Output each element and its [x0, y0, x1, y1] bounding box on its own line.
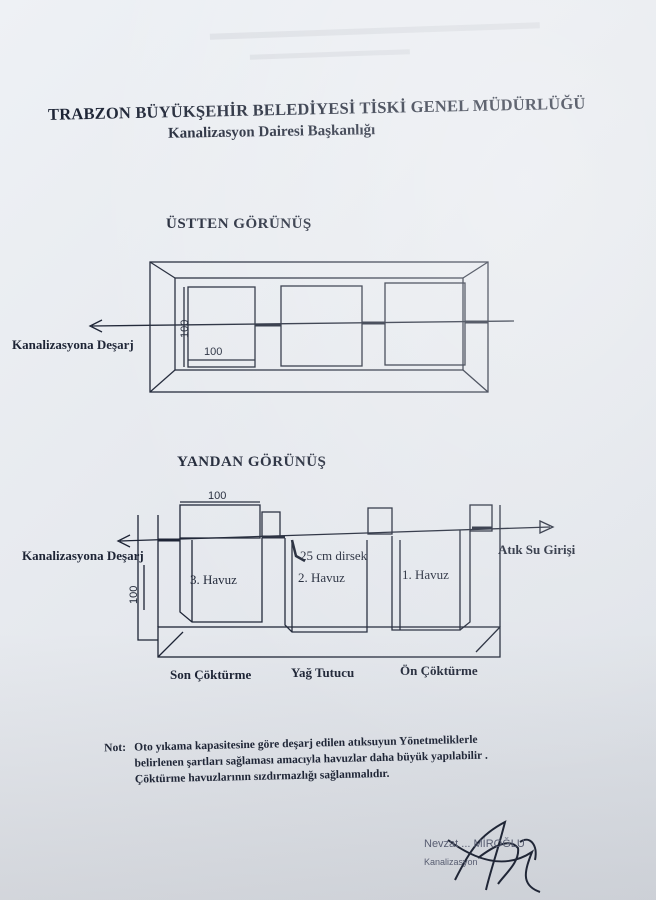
elbow-pipe [290, 539, 306, 563]
side-view-pool-1-lid [367, 507, 393, 535]
signature-stroke [454, 820, 507, 891]
top-view-pool-1 [384, 282, 466, 366]
top-view-corner-line [149, 369, 176, 393]
side-view-base-corner [475, 626, 501, 653]
side-view-heading: YANDAN GÖRÜNÜŞ [177, 454, 327, 470]
side-view-pool-2-body [284, 538, 368, 633]
pool-1-label: 1. Havuz [402, 567, 449, 582]
chamber-pre-settling-label: Ön Çöktürme [400, 663, 478, 678]
side-view-base-corner [157, 631, 184, 658]
side-view-left-wall [137, 515, 158, 641]
top-view-outer-frame [149, 261, 489, 393]
top-view-corner-line [462, 261, 489, 279]
chamber-final-settling-label: Son Çöktürme [170, 667, 252, 682]
pool-3-label: 3. Havuz [190, 572, 237, 587]
top-view-corner-line [149, 261, 176, 279]
top-view-pool-2 [280, 285, 363, 367]
side-view-dim-top: 100 [208, 490, 227, 502]
top-view-outlet-label: Kanalizasyona Deşarj [12, 337, 134, 352]
signature-stroke [477, 842, 520, 885]
side-view-inlet-label: Atık Su Girişi [498, 542, 576, 557]
top-view-heading: ÜSTTEN GÖRÜNÜŞ [166, 216, 312, 232]
side-view-base-slab [157, 626, 501, 658]
note-label: Not: [104, 741, 127, 755]
top-view-flow-line [91, 320, 515, 327]
signature-stroke [447, 839, 541, 893]
top-view-corner-line [462, 369, 489, 393]
chamber-grease-trap-label: Yağ Tutucu [291, 665, 355, 680]
top-view-inner-frame [174, 277, 464, 371]
side-view-pool-1-body [391, 530, 461, 631]
top-view-arrow-head [88, 319, 103, 333]
note-body: Oto yıkama kapasitesine göre deşarj edil… [134, 730, 575, 788]
side-view-pool-3-lid [179, 504, 261, 539]
side-view-outlet-label: Kanalizasyona Deşarj [22, 548, 144, 563]
signature-org: Kanalizasyon [424, 857, 478, 867]
side-view-pool-2-lid [261, 511, 281, 538]
top-view-dim-width: 100 [204, 346, 223, 358]
signature-name: Nevzat ... MİROĞLU [424, 838, 525, 850]
side-view-inlet-wall [459, 531, 471, 631]
side-view-inlet-arrow [539, 519, 555, 535]
side-view-inlet-riser [469, 504, 493, 532]
top-view-pool-3 [187, 286, 256, 368]
signature-scribble [447, 820, 541, 893]
elbow-label: 25 cm dirsek [300, 548, 368, 563]
side-view-outlet-arrow [116, 534, 131, 548]
signature-stroke [519, 838, 537, 861]
pool-2-label: 2. Havuz [298, 570, 345, 585]
